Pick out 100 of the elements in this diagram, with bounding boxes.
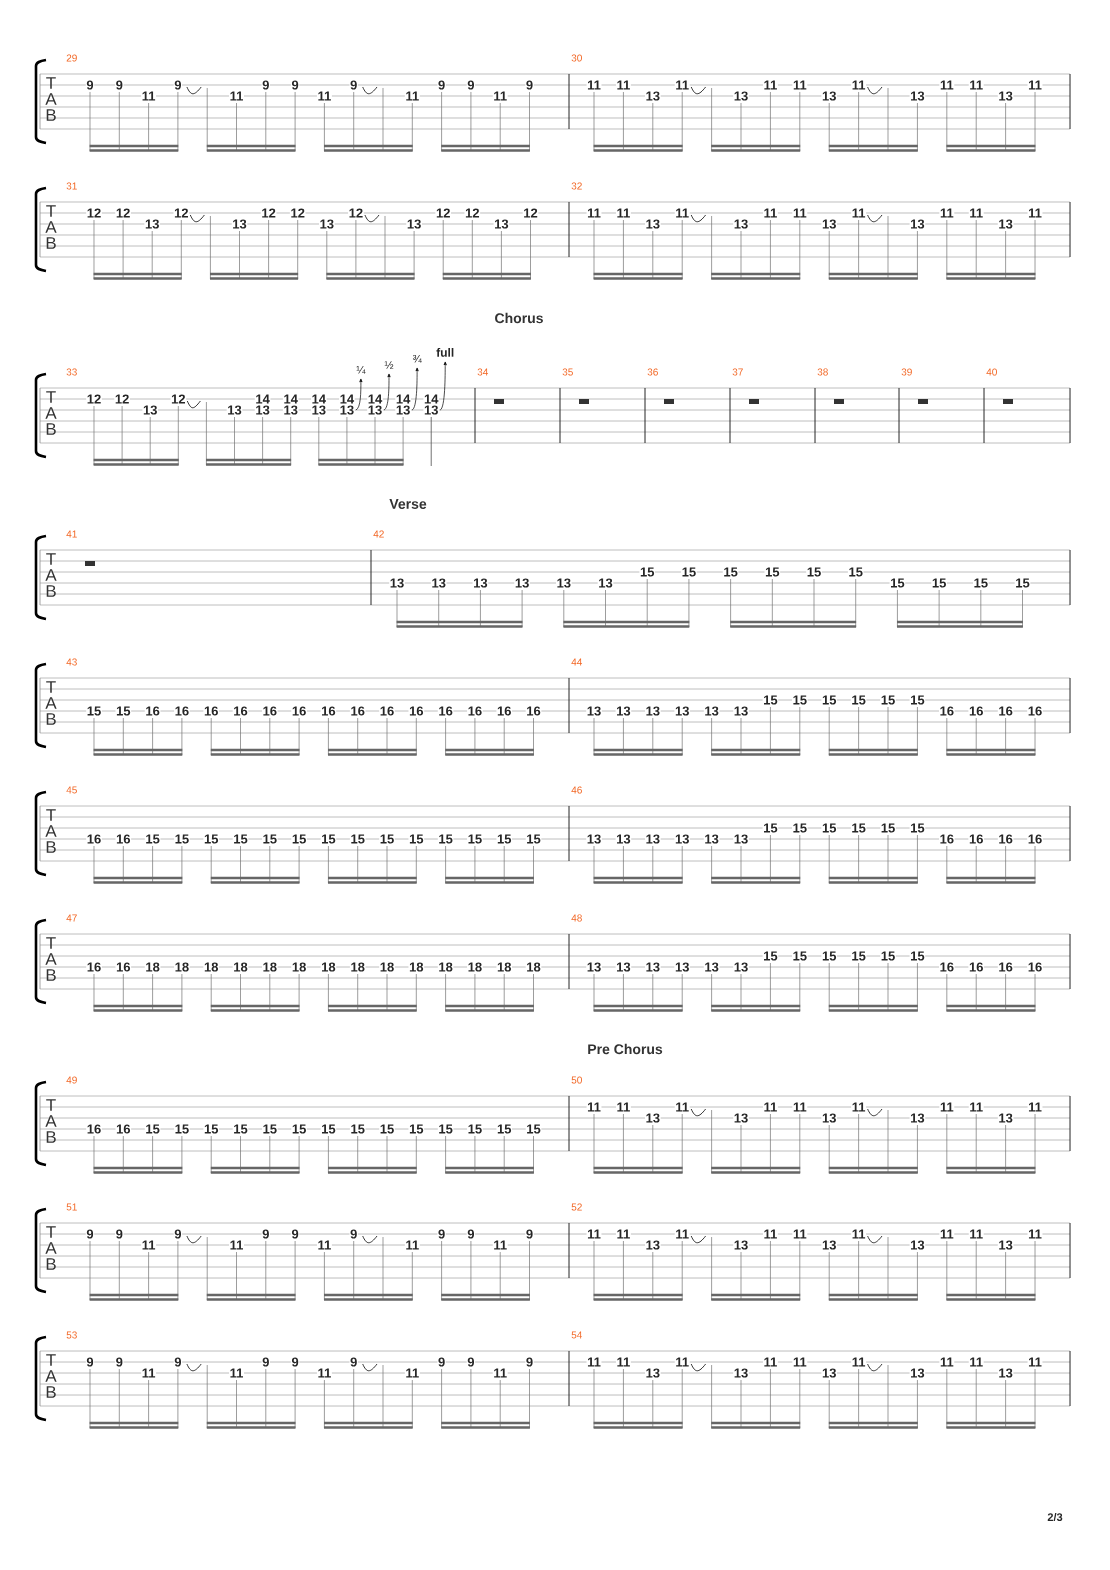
fret-number: 11 — [586, 79, 602, 91]
fret-number: 15 — [762, 822, 779, 834]
fret-number: 18 — [174, 961, 190, 973]
fret-number: 15 — [349, 833, 366, 845]
fret-number: 13 — [311, 404, 327, 416]
fret-number: 13 — [997, 90, 1014, 102]
fret-number: 16 — [968, 833, 985, 845]
fret-number: 16 — [437, 705, 454, 717]
fret-number: 13 — [282, 404, 299, 416]
fret-number: 15 — [1014, 577, 1031, 589]
fret-number: 13 — [909, 1112, 926, 1124]
fret-number: 15 — [806, 566, 822, 578]
fret-number: 13 — [615, 961, 632, 973]
fret-number: 11 — [615, 1228, 631, 1240]
fret-number: 11 — [1027, 1356, 1043, 1368]
fret-number: 16 — [939, 961, 955, 973]
fret-number: 12 — [348, 207, 364, 219]
tab-clef-letter: B — [46, 841, 56, 853]
tab-clef-letter: T — [46, 681, 56, 693]
fret-number: 15 — [320, 833, 337, 845]
fret-number: 11 — [792, 1101, 808, 1113]
fret-number: 16 — [232, 705, 249, 717]
fret-number: 15 — [850, 822, 867, 834]
fret-number: 13 — [645, 1112, 661, 1124]
fret-number: 11 — [492, 90, 508, 102]
fret-number: 14 — [254, 393, 271, 405]
fret-number: 11 — [792, 1356, 808, 1368]
fret-number: 15 — [931, 577, 947, 589]
fret-number: 11 — [674, 1228, 690, 1240]
fret-number: 18 — [467, 961, 483, 973]
fret-number: 13 — [645, 90, 661, 102]
fret-number: 16 — [1027, 705, 1043, 717]
measure-number: 39 — [901, 368, 912, 376]
fret-number: 15 — [880, 822, 896, 834]
fret-number: 18 — [408, 961, 425, 973]
fret-number: 12 — [114, 393, 130, 405]
fret-number: 11 — [851, 1101, 867, 1113]
fret-number: 13 — [586, 961, 602, 973]
fret-number: 11 — [229, 1239, 244, 1251]
fret-number: 9 — [115, 1356, 124, 1368]
measure-number: 34 — [477, 368, 489, 376]
fret-number: 9 — [349, 1228, 358, 1240]
fret-number: 11 — [404, 1367, 420, 1379]
fret-number: 12 — [435, 207, 452, 219]
fret-number: 11 — [762, 79, 778, 91]
fret-number: 15 — [889, 577, 906, 589]
fret-number: 14 — [423, 393, 440, 405]
fret-number: 12 — [289, 207, 306, 219]
fret-number: 13 — [645, 1239, 661, 1251]
fret-number: 11 — [316, 1367, 332, 1379]
fret-number: 13 — [909, 218, 926, 230]
fret-number: 11 — [792, 207, 808, 219]
fret-number: 11 — [968, 79, 984, 91]
fret-number: 11 — [1027, 79, 1043, 91]
fret-number: 9 — [466, 1228, 476, 1240]
fret-number: 13 — [254, 404, 271, 416]
fret-number: 15 — [792, 950, 808, 962]
fret-number: 9 — [466, 1356, 476, 1368]
fret-number: 9 — [173, 1228, 183, 1240]
fret-number: 9 — [437, 1356, 446, 1368]
fret-number: 11 — [674, 1356, 690, 1368]
fret-number: 11 — [586, 1356, 602, 1368]
fret-number: 12 — [86, 393, 102, 405]
fret-number: 13 — [339, 404, 355, 416]
fret-number: 9 — [115, 79, 124, 91]
measure-number: 52 — [571, 1203, 582, 1211]
fret-number: 16 — [144, 705, 161, 717]
fret-number: 11 — [1027, 207, 1043, 219]
fret-number: 11 — [492, 1239, 508, 1251]
fret-number: 15 — [203, 833, 220, 845]
fret-number: 13 — [909, 90, 926, 102]
fret-number: 13 — [430, 577, 447, 589]
fret-number: 15 — [762, 950, 779, 962]
tab-clef-letter: T — [46, 1226, 56, 1238]
fret-number: 16 — [203, 705, 220, 717]
fret-number: 9 — [290, 1356, 300, 1368]
fret-number: 11 — [674, 79, 690, 91]
fret-number: 15 — [262, 1123, 278, 1135]
measure-number: 31 — [66, 182, 77, 190]
fret-number: 13 — [615, 833, 632, 845]
tab-clef-letter: A — [45, 93, 57, 105]
fret-number: 13 — [909, 1367, 926, 1379]
fret-number: 12 — [173, 207, 190, 219]
fret-number: 16 — [525, 705, 542, 717]
fret-number: 11 — [674, 207, 690, 219]
fret-number: 9 — [85, 1356, 95, 1368]
fret-number: 11 — [404, 1239, 420, 1251]
tab-clef-letter: A — [45, 1242, 57, 1254]
fret-number: 16 — [379, 705, 395, 717]
fret-number: 18 — [320, 961, 337, 973]
tab-clef-letter: A — [45, 953, 57, 965]
measure-number: 37 — [732, 368, 743, 376]
fret-number: 15 — [174, 1123, 190, 1135]
fret-number: 16 — [262, 705, 278, 717]
fret-number: 13 — [733, 1367, 749, 1379]
fret-number: 11 — [968, 1101, 984, 1113]
fret-number: 9 — [525, 1228, 534, 1240]
bend-amount: full — [436, 348, 454, 357]
fret-number: 15 — [320, 1123, 337, 1135]
fret-number: 15 — [437, 833, 454, 845]
